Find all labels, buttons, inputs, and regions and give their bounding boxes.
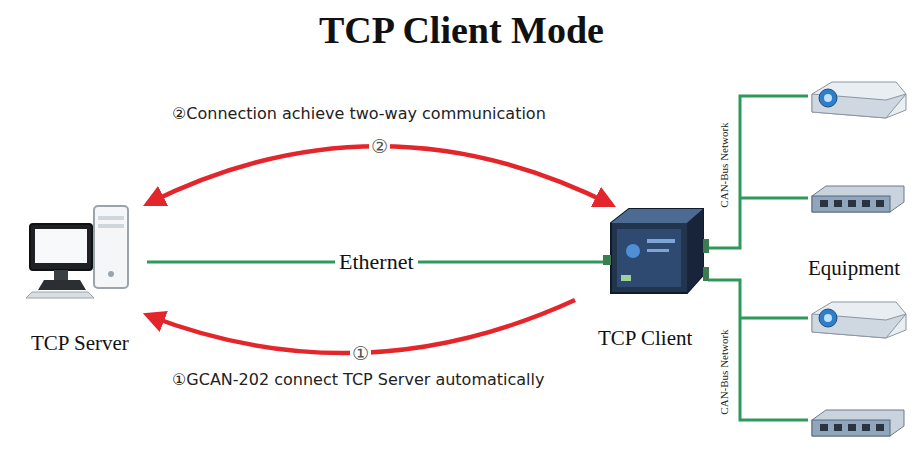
step-number: ② <box>369 135 390 157</box>
can-bus-tap <box>740 317 808 320</box>
computer-icon <box>24 202 134 302</box>
can-bus-tap <box>740 197 808 200</box>
server-node: TCP Server <box>12 200 147 360</box>
projector-icon <box>812 302 906 338</box>
client-node: TCP Client <box>575 205 715 355</box>
projector-icon <box>812 82 906 118</box>
node-icon <box>24 202 134 306</box>
diagram-title: TCP Client Mode <box>0 8 923 52</box>
link-label: Ethernet <box>335 251 418 273</box>
can-bus-line <box>708 96 808 248</box>
switch-icon <box>812 186 904 212</box>
switch-icon <box>812 410 904 436</box>
gateway-device-icon <box>603 205 711 301</box>
annotation-text: ②Connection achieve two-way communicatio… <box>172 104 546 123</box>
annotation-text: ①GCAN-202 connect TCP Server automatical… <box>172 370 544 389</box>
bus-label: CAN-Bus Network <box>718 122 730 207</box>
step-number: ① <box>350 342 371 364</box>
bus-label: CAN-Bus Network <box>718 329 730 414</box>
node-icon <box>603 205 711 305</box>
node-label: TCP Server <box>31 331 129 356</box>
node-label: TCP Client <box>598 326 692 351</box>
equipment-label: Equipment <box>808 256 900 281</box>
can-bus-line <box>708 280 808 420</box>
